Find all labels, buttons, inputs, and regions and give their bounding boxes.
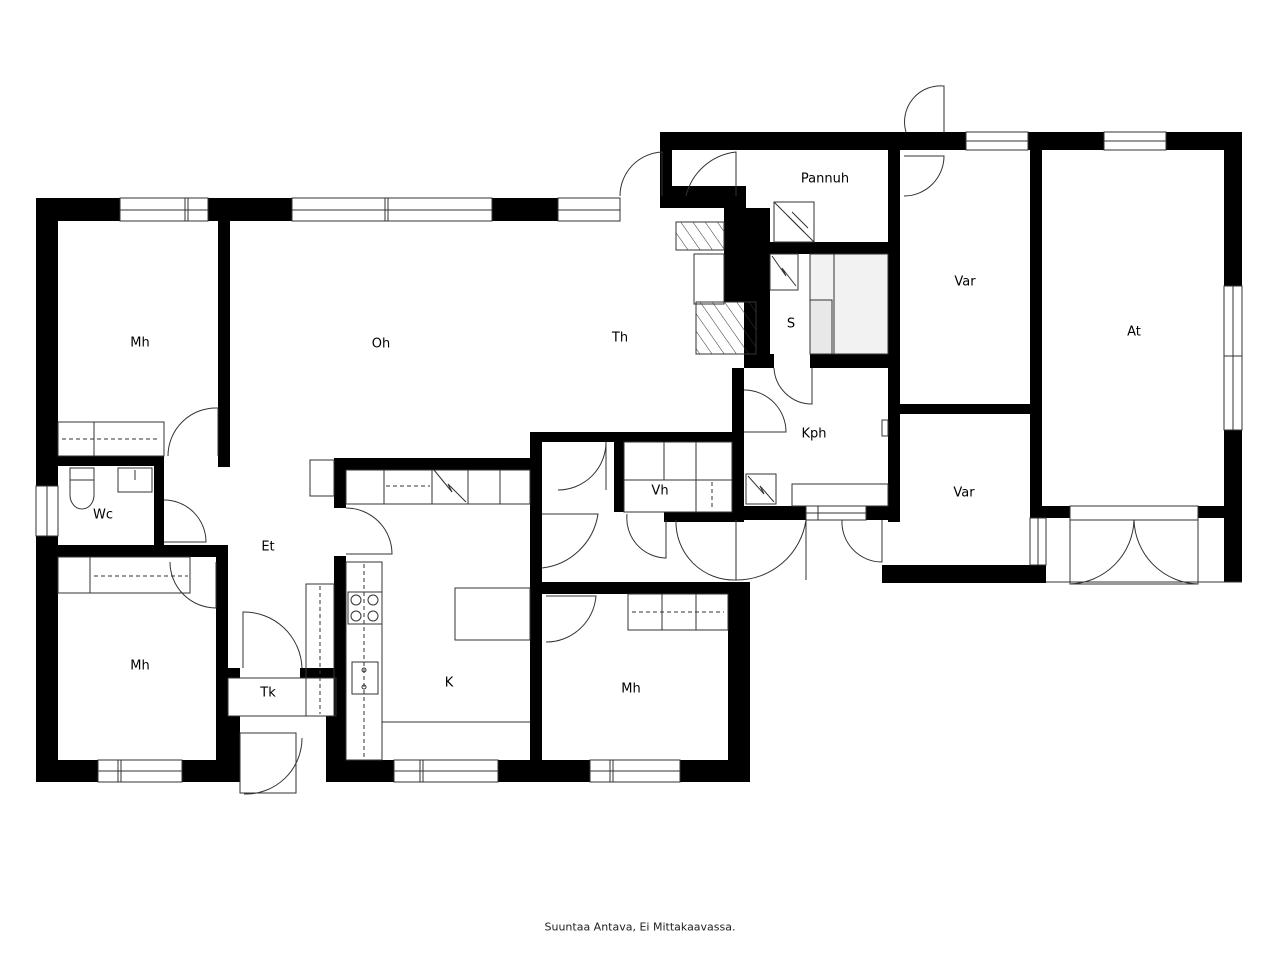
- room-label-mh-2: Mh: [130, 658, 150, 674]
- walls: [36, 132, 1242, 782]
- room-label-var-2: Var: [953, 485, 975, 501]
- windows: [35, 131, 1243, 783]
- room-label-vh: Vh: [651, 483, 669, 499]
- room-label-tk: Tk: [260, 685, 276, 701]
- room-label-et: Et: [261, 539, 275, 555]
- room-label-s: S: [786, 316, 796, 332]
- room-label-k: K: [444, 675, 454, 691]
- disclaimer-caption: Suuntaa Antava, Ei Mittakaavassa.: [544, 920, 736, 934]
- room-label-th: Th: [611, 330, 629, 346]
- room-label-wc: Wc: [92, 507, 114, 523]
- room-label-mh-1: Mh: [130, 335, 150, 351]
- room-label-oh: Oh: [371, 336, 391, 352]
- room-label-pannuh: Pannuh: [800, 171, 850, 187]
- fixtures: [57, 85, 1242, 795]
- room-label-at: At: [1127, 324, 1141, 340]
- room-label-var-1: Var: [954, 274, 976, 290]
- room-label-kph: Kph: [801, 426, 827, 442]
- room-label-mh-3: Mh: [621, 681, 641, 697]
